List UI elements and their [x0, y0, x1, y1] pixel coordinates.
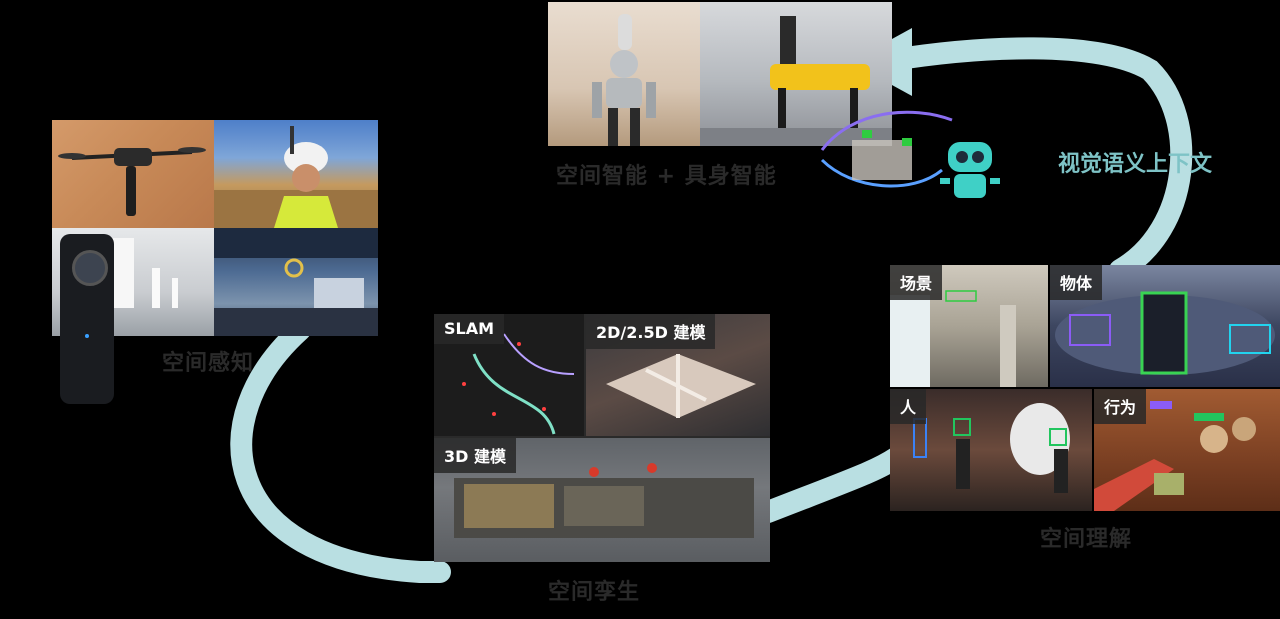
robot-dog-icon [700, 16, 892, 146]
model-25d-tile: 2D/2.5D 建模 [586, 314, 770, 436]
action-label: 行为 [1094, 389, 1147, 424]
understanding-caption: 空间理解 [1040, 527, 1133, 552]
slam-tile: SLAM [434, 314, 584, 436]
robot-mascot-icon [940, 142, 1000, 198]
human-tile: 人 [890, 389, 1092, 511]
model-3d-label: 3D 建模 [434, 438, 516, 473]
understanding-panel: 场景 物体 人 行为 [890, 265, 1280, 511]
arrow-label: 视觉语义上下文 [1058, 152, 1213, 177]
model-25d-label: 2D/2.5D 建模 [586, 314, 716, 349]
drone-photo [52, 120, 214, 228]
drone-icon [58, 147, 206, 216]
humanoid-robot-icon [592, 14, 656, 146]
slam-label: SLAM [434, 314, 505, 344]
digital-twin-panel: SLAM 2D/2.5D 建模 3D 建模 [434, 314, 770, 562]
digital-twin-caption: 空间孪生 [548, 580, 641, 605]
scene-tile: 场景 [890, 265, 1048, 387]
object-tile: 物体 [1050, 265, 1280, 387]
intelligence-panel [548, 2, 892, 146]
panoramic-camera-icon [112, 238, 178, 308]
object-label: 物体 [1050, 265, 1103, 300]
helmet-camera-icon [214, 126, 378, 228]
action-tile: 行为 [1094, 389, 1280, 511]
intelligence-caption: 空间智能 + 具身智能 [556, 164, 777, 189]
humanoid-robot-photo [548, 2, 700, 146]
helmet-worker-photo [214, 120, 378, 228]
point-cloud-graphic [820, 110, 953, 188]
human-label: 人 [890, 389, 927, 424]
perception-caption: 空间感知 [162, 351, 255, 376]
scene-label: 场景 [890, 265, 943, 300]
handheld-camera [60, 234, 114, 404]
expo-photo [214, 228, 378, 336]
model-3d-tile: 3D 建模 [434, 438, 770, 562]
